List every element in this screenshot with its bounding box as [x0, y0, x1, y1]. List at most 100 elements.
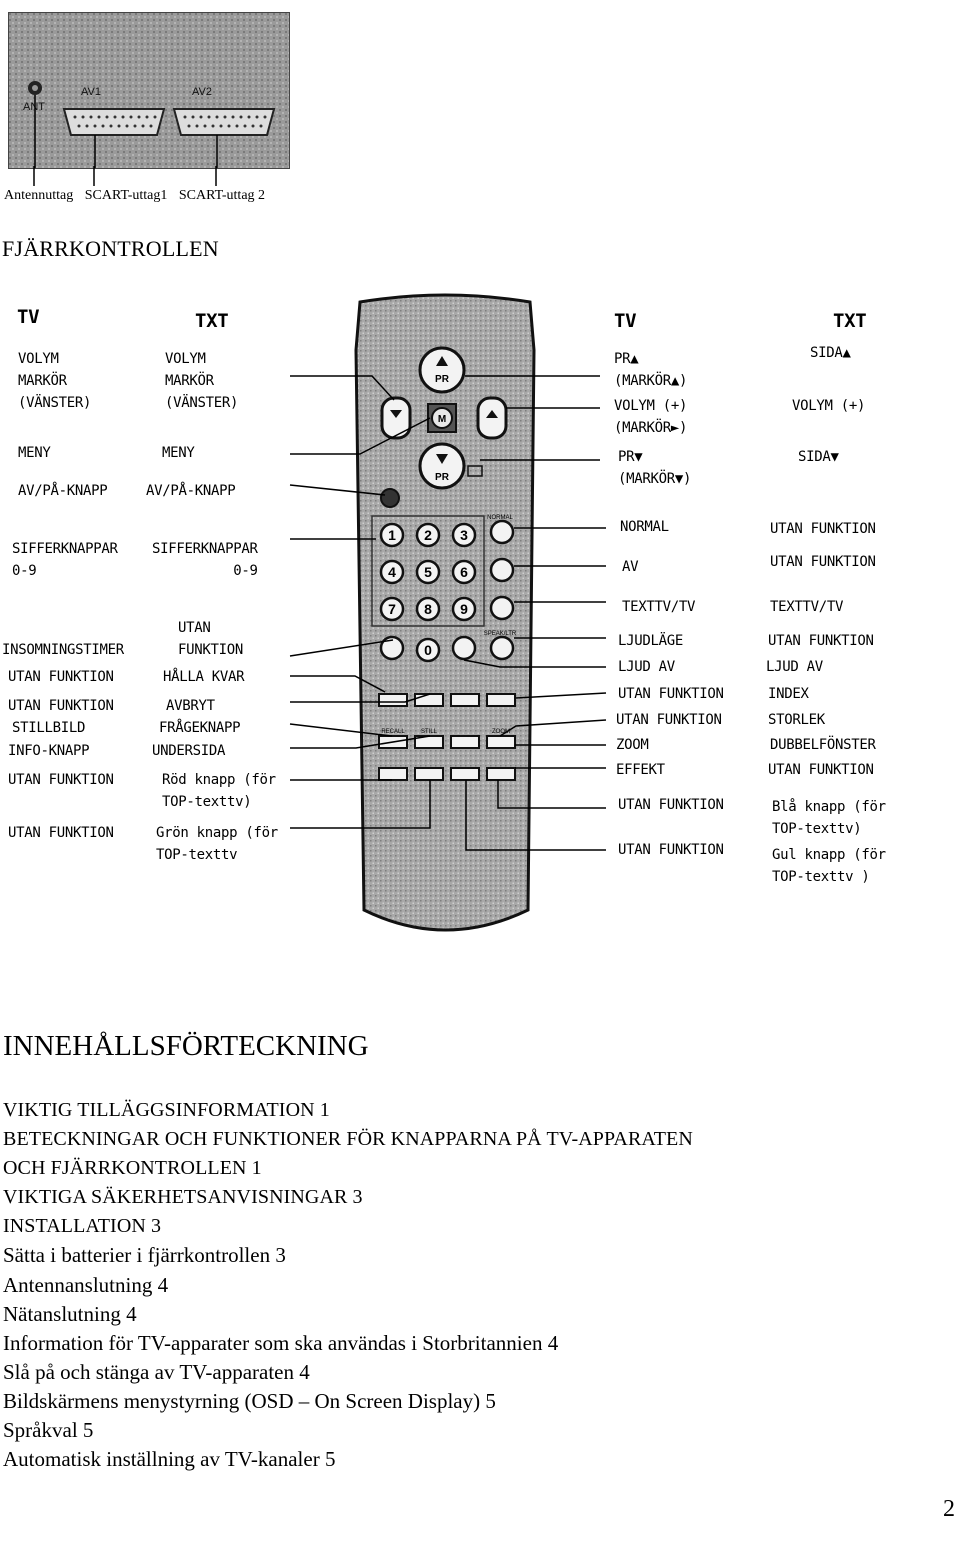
right-header-tv: TV — [614, 310, 637, 332]
sound-key-text: SPEAK/LTR — [484, 631, 517, 637]
right-tv-label-6: LJUDLÄGE — [618, 633, 684, 649]
yellow-button[interactable] — [450, 767, 480, 781]
menu-text: M — [438, 414, 446, 425]
left-tv-label-6: UTAN FUNKTION — [8, 698, 114, 714]
right-tv-label-4: AV — [622, 559, 639, 575]
pr-up-button[interactable]: PR — [418, 346, 466, 394]
power-button[interactable] — [380, 488, 400, 508]
right-txt-label-7: LJUD AV — [766, 659, 823, 675]
right-tv-label-12: UTAN FUNKTION — [618, 797, 724, 813]
right-tv-label-8: UTAN FUNKTION — [618, 686, 724, 702]
volume-right-button[interactable] — [476, 396, 508, 440]
digit-5-button[interactable]: 5 — [415, 559, 441, 585]
red-button[interactable] — [378, 767, 408, 781]
scart2-socket-icon — [172, 108, 276, 136]
digit-4-button[interactable]: 4 — [379, 559, 405, 585]
left-tv-label-10: UTAN FUNKTION — [8, 825, 114, 841]
volume-left-button[interactable] — [380, 396, 412, 440]
right-tv-label-5: TEXTTV/TV — [622, 599, 696, 615]
pip-button[interactable] — [450, 735, 480, 749]
digit-6-button[interactable]: 6 — [451, 559, 477, 585]
digit-9-text: 9 — [460, 601, 468, 617]
blue-button[interactable] — [486, 767, 516, 781]
av2-label: AV2 — [192, 86, 212, 98]
right-txt-label-12: Blå knapp (för TOP-texttv) — [772, 799, 886, 837]
toc-entry[interactable]: BETECKNINGAR OCH FUNKTIONER FÖR KNAPPARN… — [3, 1128, 693, 1151]
left-txt-label-9: Röd knapp (för TOP-texttv) — [162, 772, 276, 810]
toc-entry[interactable]: Bildskärmens menystyrning (OSD – On Scre… — [3, 1388, 496, 1413]
toc-entry[interactable]: Språkval 5 — [3, 1418, 94, 1443]
antenna-socket-icon — [28, 81, 42, 95]
digit-4-text: 4 — [388, 564, 396, 580]
digit-2-text: 2 — [424, 527, 432, 543]
left-txt-label-7: FRÅGEKNAPP — [159, 720, 241, 736]
remote-graphic: PR M PR 1 2 3 4 5 6 7 — [289, 293, 607, 932]
cancel-button[interactable] — [414, 693, 444, 707]
teletext-tv-button[interactable] — [489, 595, 515, 621]
right-txt-label-9: STORLEK — [768, 712, 825, 728]
toc-entry[interactable]: Slå på och stänga av TV-apparaten 4 — [3, 1359, 310, 1384]
left-txt-label-5: HÅLLA KVAR — [163, 669, 245, 685]
digit-9-button[interactable]: 9 — [451, 596, 477, 622]
left-leader-lines — [289, 375, 431, 829]
sound-mode-button[interactable] — [489, 635, 515, 661]
index-button[interactable] — [450, 693, 480, 707]
toc-entry[interactable]: VIKTIG TILLÄGGSINFORMATION 1 — [3, 1099, 330, 1121]
connector-panel-image: ANT AV1 AV2 — [8, 12, 290, 169]
toc-list: VIKTIG TILLÄGGSINFORMATION 1 BETECKNINGA… — [3, 1096, 693, 1474]
normal-button[interactable] — [489, 519, 515, 545]
remote-diagram: TV TXT TV TXT VOLYM MARKÖR (VÄNSTER) MEN… — [0, 290, 960, 950]
toc-entry[interactable]: INSTALLATION 3 — [3, 1215, 162, 1238]
scart1-socket-icon — [62, 108, 166, 136]
av-button[interactable] — [489, 557, 515, 583]
left-header-txt: TXT — [195, 310, 229, 332]
toc-entry[interactable]: Sätta i batterier i fjärrkontrollen 3 — [3, 1243, 286, 1268]
zoom-button[interactable] — [486, 735, 516, 749]
menu-button[interactable]: M — [427, 403, 457, 433]
digit-1-button[interactable]: 1 — [379, 522, 405, 548]
digit-7-text: 7 — [388, 601, 396, 617]
right-tv-label-7: LJUD AV — [618, 659, 675, 675]
right-txt-label-4: UTAN FUNKTION — [770, 554, 876, 570]
right-tv-label-11: EFFEKT — [616, 762, 665, 778]
left-txt-label-0: VOLYM MARKÖR (VÄNSTER) — [165, 351, 239, 411]
digit-0-button[interactable]: 0 — [415, 637, 441, 663]
right-txt-label-3: UTAN FUNKTION — [770, 521, 876, 537]
hold-button[interactable] — [378, 693, 408, 707]
caption-scart1: SCART-uttag1 — [84, 188, 168, 203]
toc-entry[interactable]: Information för TV-apparater som ska anv… — [3, 1330, 559, 1355]
green-button[interactable] — [414, 767, 444, 781]
right-txt-label-10: DUBBELFÖNSTER — [770, 737, 876, 753]
digit-8-button[interactable]: 8 — [415, 596, 441, 622]
toc-entry[interactable]: Nätanslutning 4 — [3, 1301, 137, 1326]
left-txt-label-4: UTAN FUNKTION — [178, 620, 244, 658]
right-tv-label-9: UTAN FUNKTION — [616, 712, 722, 728]
toc-entry[interactable]: OCH FJÄRRKONTROLLEN 1 — [3, 1157, 262, 1180]
left-tv-label-4: INSOMNINGSTIMER — [2, 642, 124, 658]
pr-down-text: PR — [435, 472, 450, 483]
left-tv-label-0: VOLYM MARKÖR (VÄNSTER) — [18, 351, 92, 411]
mute-button[interactable] — [451, 635, 477, 661]
pr-down-button[interactable]: PR — [418, 442, 466, 490]
caption-antenna: Antennuttag — [4, 188, 74, 203]
sleep-timer-button[interactable] — [379, 635, 405, 661]
toc-entry[interactable]: Automatisk inställning av TV-kanaler 5 — [3, 1447, 336, 1472]
digit-2-button[interactable]: 2 — [415, 522, 441, 548]
right-leader-lines — [463, 375, 607, 851]
connector-panel-graphic: ANT AV1 AV2 — [9, 13, 289, 168]
toc-entry[interactable]: Antennanslutning 4 — [3, 1272, 169, 1297]
remote-heading: FJÄRRKONTROLLEN — [2, 236, 219, 261]
right-txt-label-13: Gul knapp (för TOP-texttv ) — [772, 847, 886, 885]
right-txt-label-2: SIDA▼ — [798, 449, 839, 465]
right-txt-label-8: INDEX — [768, 686, 809, 702]
digit-0-text: 0 — [424, 642, 432, 658]
pr-up-text: PR — [435, 374, 450, 385]
left-tv-label-8: INFO-KNAPP — [8, 743, 90, 759]
toc-entry[interactable]: VIKTIGA SÄKERHETSANVISNINGAR 3 — [3, 1186, 363, 1209]
left-txt-label-2: AV/PÅ-KNAPP — [146, 483, 236, 499]
digit-6-text: 6 — [460, 564, 468, 580]
digit-7-button[interactable]: 7 — [379, 596, 405, 622]
av1-label: AV1 — [81, 86, 101, 98]
digit-3-button[interactable]: 3 — [451, 522, 477, 548]
size-button[interactable] — [486, 693, 516, 707]
